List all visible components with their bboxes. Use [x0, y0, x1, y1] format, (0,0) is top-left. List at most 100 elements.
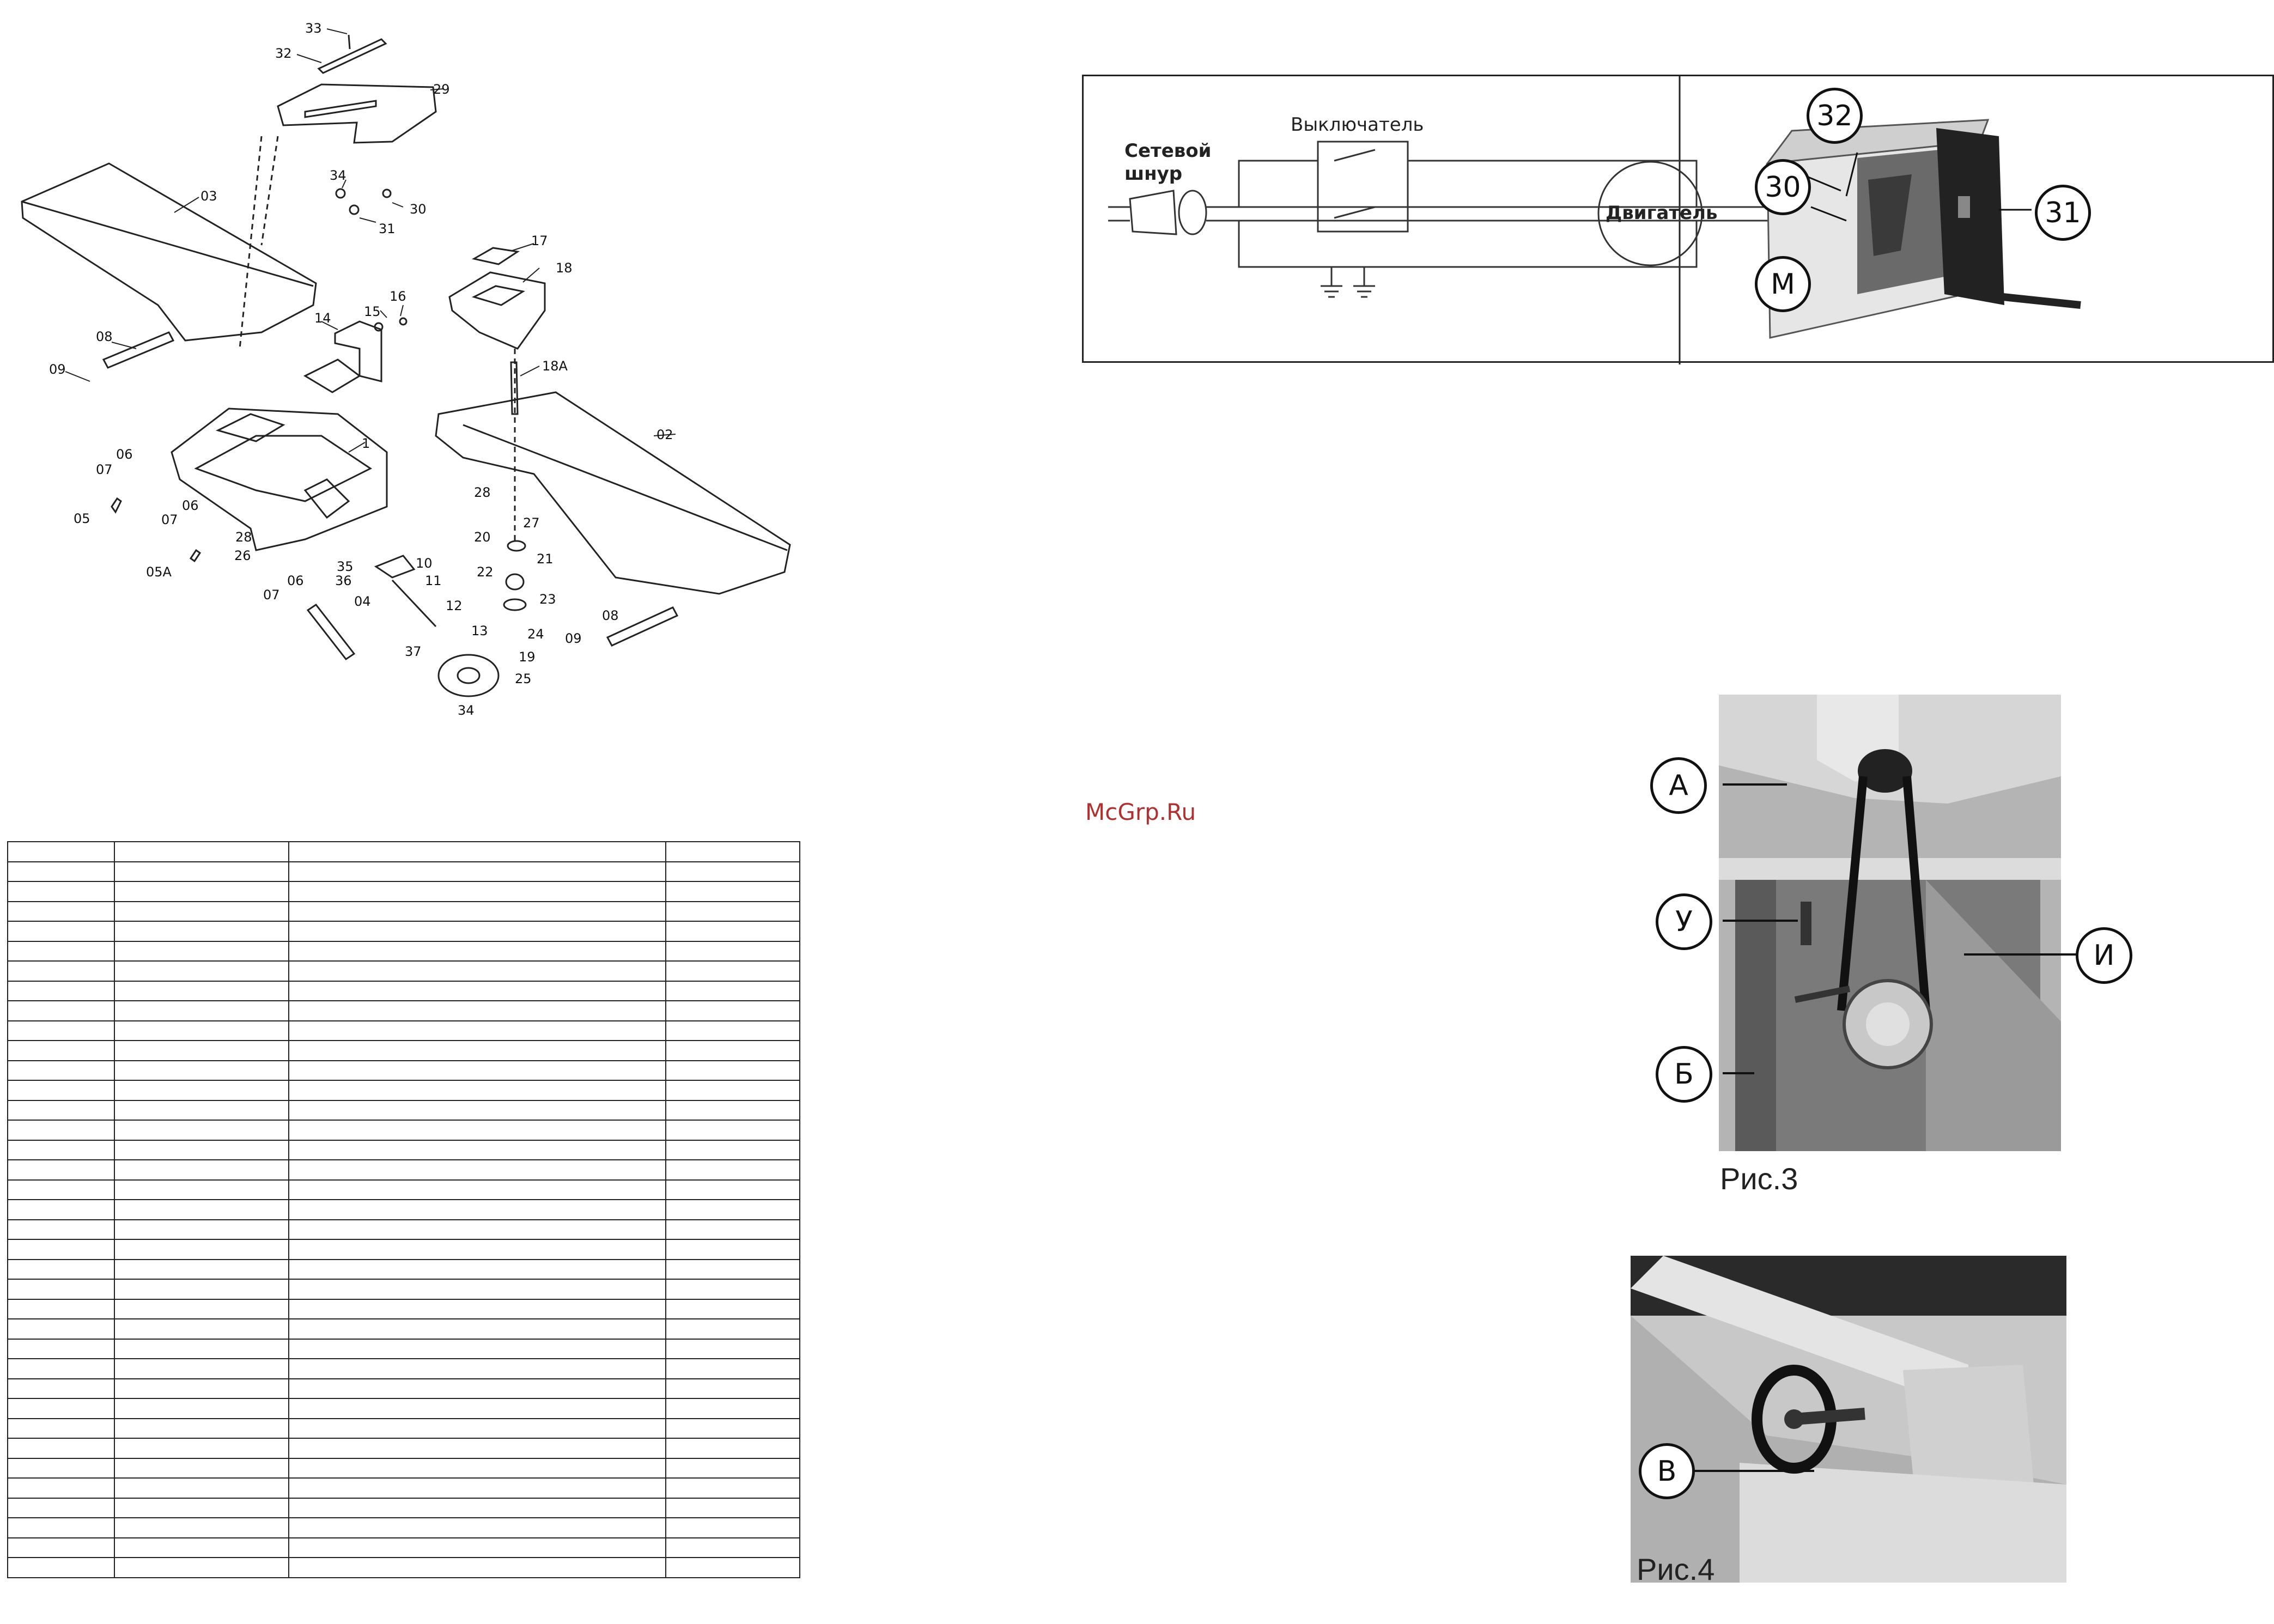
table-row	[7, 1358, 800, 1379]
table-cell	[114, 1358, 289, 1379]
table-row	[7, 1060, 800, 1081]
svg-text:18: 18	[556, 260, 573, 276]
table-cell	[288, 1040, 666, 1061]
table-row	[7, 1279, 800, 1300]
table-row	[7, 1000, 800, 1021]
table-cell	[7, 1060, 115, 1081]
table-row	[7, 881, 800, 902]
table-cell	[665, 1298, 800, 1319]
table-cell	[114, 1080, 289, 1101]
table-cell	[288, 1477, 666, 1499]
table-cell	[7, 1120, 115, 1141]
table-cell	[288, 901, 666, 922]
callout-a: A	[1650, 757, 1707, 814]
table-cell	[7, 1000, 115, 1021]
table-cell	[114, 1537, 289, 1558]
table-cell	[288, 1120, 666, 1141]
svg-text:07: 07	[263, 587, 280, 603]
table-row	[7, 1219, 800, 1240]
table-cell	[114, 881, 289, 902]
table-cell	[114, 1418, 289, 1439]
table-cell	[288, 1537, 666, 1558]
figure-3-leaders	[1723, 783, 2097, 1074]
table-cell	[288, 940, 666, 962]
figure-3-caption: Рис.3	[1720, 1161, 1798, 1196]
table-cell	[288, 1020, 666, 1041]
table-cell	[114, 1497, 289, 1518]
table-cell	[114, 1179, 289, 1200]
svg-text:32: 32	[275, 46, 292, 61]
table-cell	[114, 1239, 289, 1260]
svg-text:06: 06	[287, 573, 304, 588]
table-row	[7, 1318, 800, 1340]
table-cell	[665, 841, 800, 862]
table-cell	[7, 1418, 115, 1439]
callout-31: 31	[2035, 185, 2091, 241]
svg-text:28: 28	[474, 485, 491, 500]
svg-text:34: 34	[458, 703, 475, 718]
table-cell	[288, 1219, 666, 1240]
table-cell	[665, 1378, 800, 1399]
table-row	[7, 1378, 800, 1399]
table-row	[7, 1557, 800, 1578]
table-cell	[114, 980, 289, 1001]
table-row	[7, 960, 800, 982]
table-cell	[114, 1378, 289, 1399]
table-cell	[665, 1179, 800, 1200]
ground-icon	[1321, 267, 1375, 298]
parts-table-body	[7, 841, 800, 1578]
table-row	[7, 1438, 800, 1459]
table-cell	[665, 1418, 800, 1439]
table-cell	[288, 1080, 666, 1101]
svg-text:07: 07	[161, 512, 178, 527]
svg-text:03: 03	[200, 188, 217, 204]
table-row	[7, 1199, 800, 1220]
table-cell	[7, 980, 115, 1001]
wiring-panel: Сетевой шнур Выключатель Двигатель 32 30…	[1082, 75, 2274, 364]
table-cell	[665, 1099, 800, 1121]
table-cell	[7, 1398, 115, 1419]
svg-text:05: 05	[74, 511, 90, 526]
table-cell	[665, 1457, 800, 1479]
table-cell	[7, 1099, 115, 1121]
callout-i: И	[2076, 927, 2132, 984]
table-cell	[114, 1060, 289, 1081]
part-04-handle	[306, 603, 356, 661]
svg-text:14: 14	[314, 311, 331, 326]
table-cell	[288, 1418, 666, 1439]
table-cell	[7, 1159, 115, 1181]
table-cell	[288, 1398, 666, 1419]
svg-text:11: 11	[425, 573, 442, 588]
table-cell	[114, 1438, 289, 1459]
part-18-cutter-guard	[448, 271, 546, 350]
table-cell	[114, 1517, 289, 1538]
callout-b: Б	[1656, 1046, 1712, 1103]
svg-text:20: 20	[474, 530, 491, 545]
svg-text:36: 36	[335, 573, 352, 588]
table-cell	[114, 940, 289, 962]
table-cell	[665, 960, 800, 982]
svg-text:08: 08	[602, 608, 619, 623]
table-cell	[288, 1358, 666, 1379]
table-cell	[7, 940, 115, 962]
svg-text:05A: 05A	[146, 564, 172, 580]
table-row	[7, 1239, 800, 1260]
table-cell	[665, 980, 800, 1001]
table-cell	[665, 1000, 800, 1021]
figure-3-photo	[1719, 695, 2061, 1151]
table-cell	[288, 1199, 666, 1220]
svg-text:06: 06	[116, 447, 133, 462]
table-cell	[7, 1199, 115, 1220]
callout-32: 32	[1807, 88, 1863, 144]
table-cell	[114, 1318, 289, 1340]
table-cell	[7, 1358, 115, 1379]
table-cell	[288, 1159, 666, 1181]
table-cell	[288, 1517, 666, 1538]
svg-text:02: 02	[656, 427, 673, 442]
table-row	[7, 1418, 800, 1439]
table-row	[7, 841, 800, 862]
table-cell	[7, 901, 115, 922]
svg-text:09: 09	[565, 631, 582, 646]
callout-u: У	[1656, 893, 1712, 950]
part-1-base	[171, 407, 388, 551]
